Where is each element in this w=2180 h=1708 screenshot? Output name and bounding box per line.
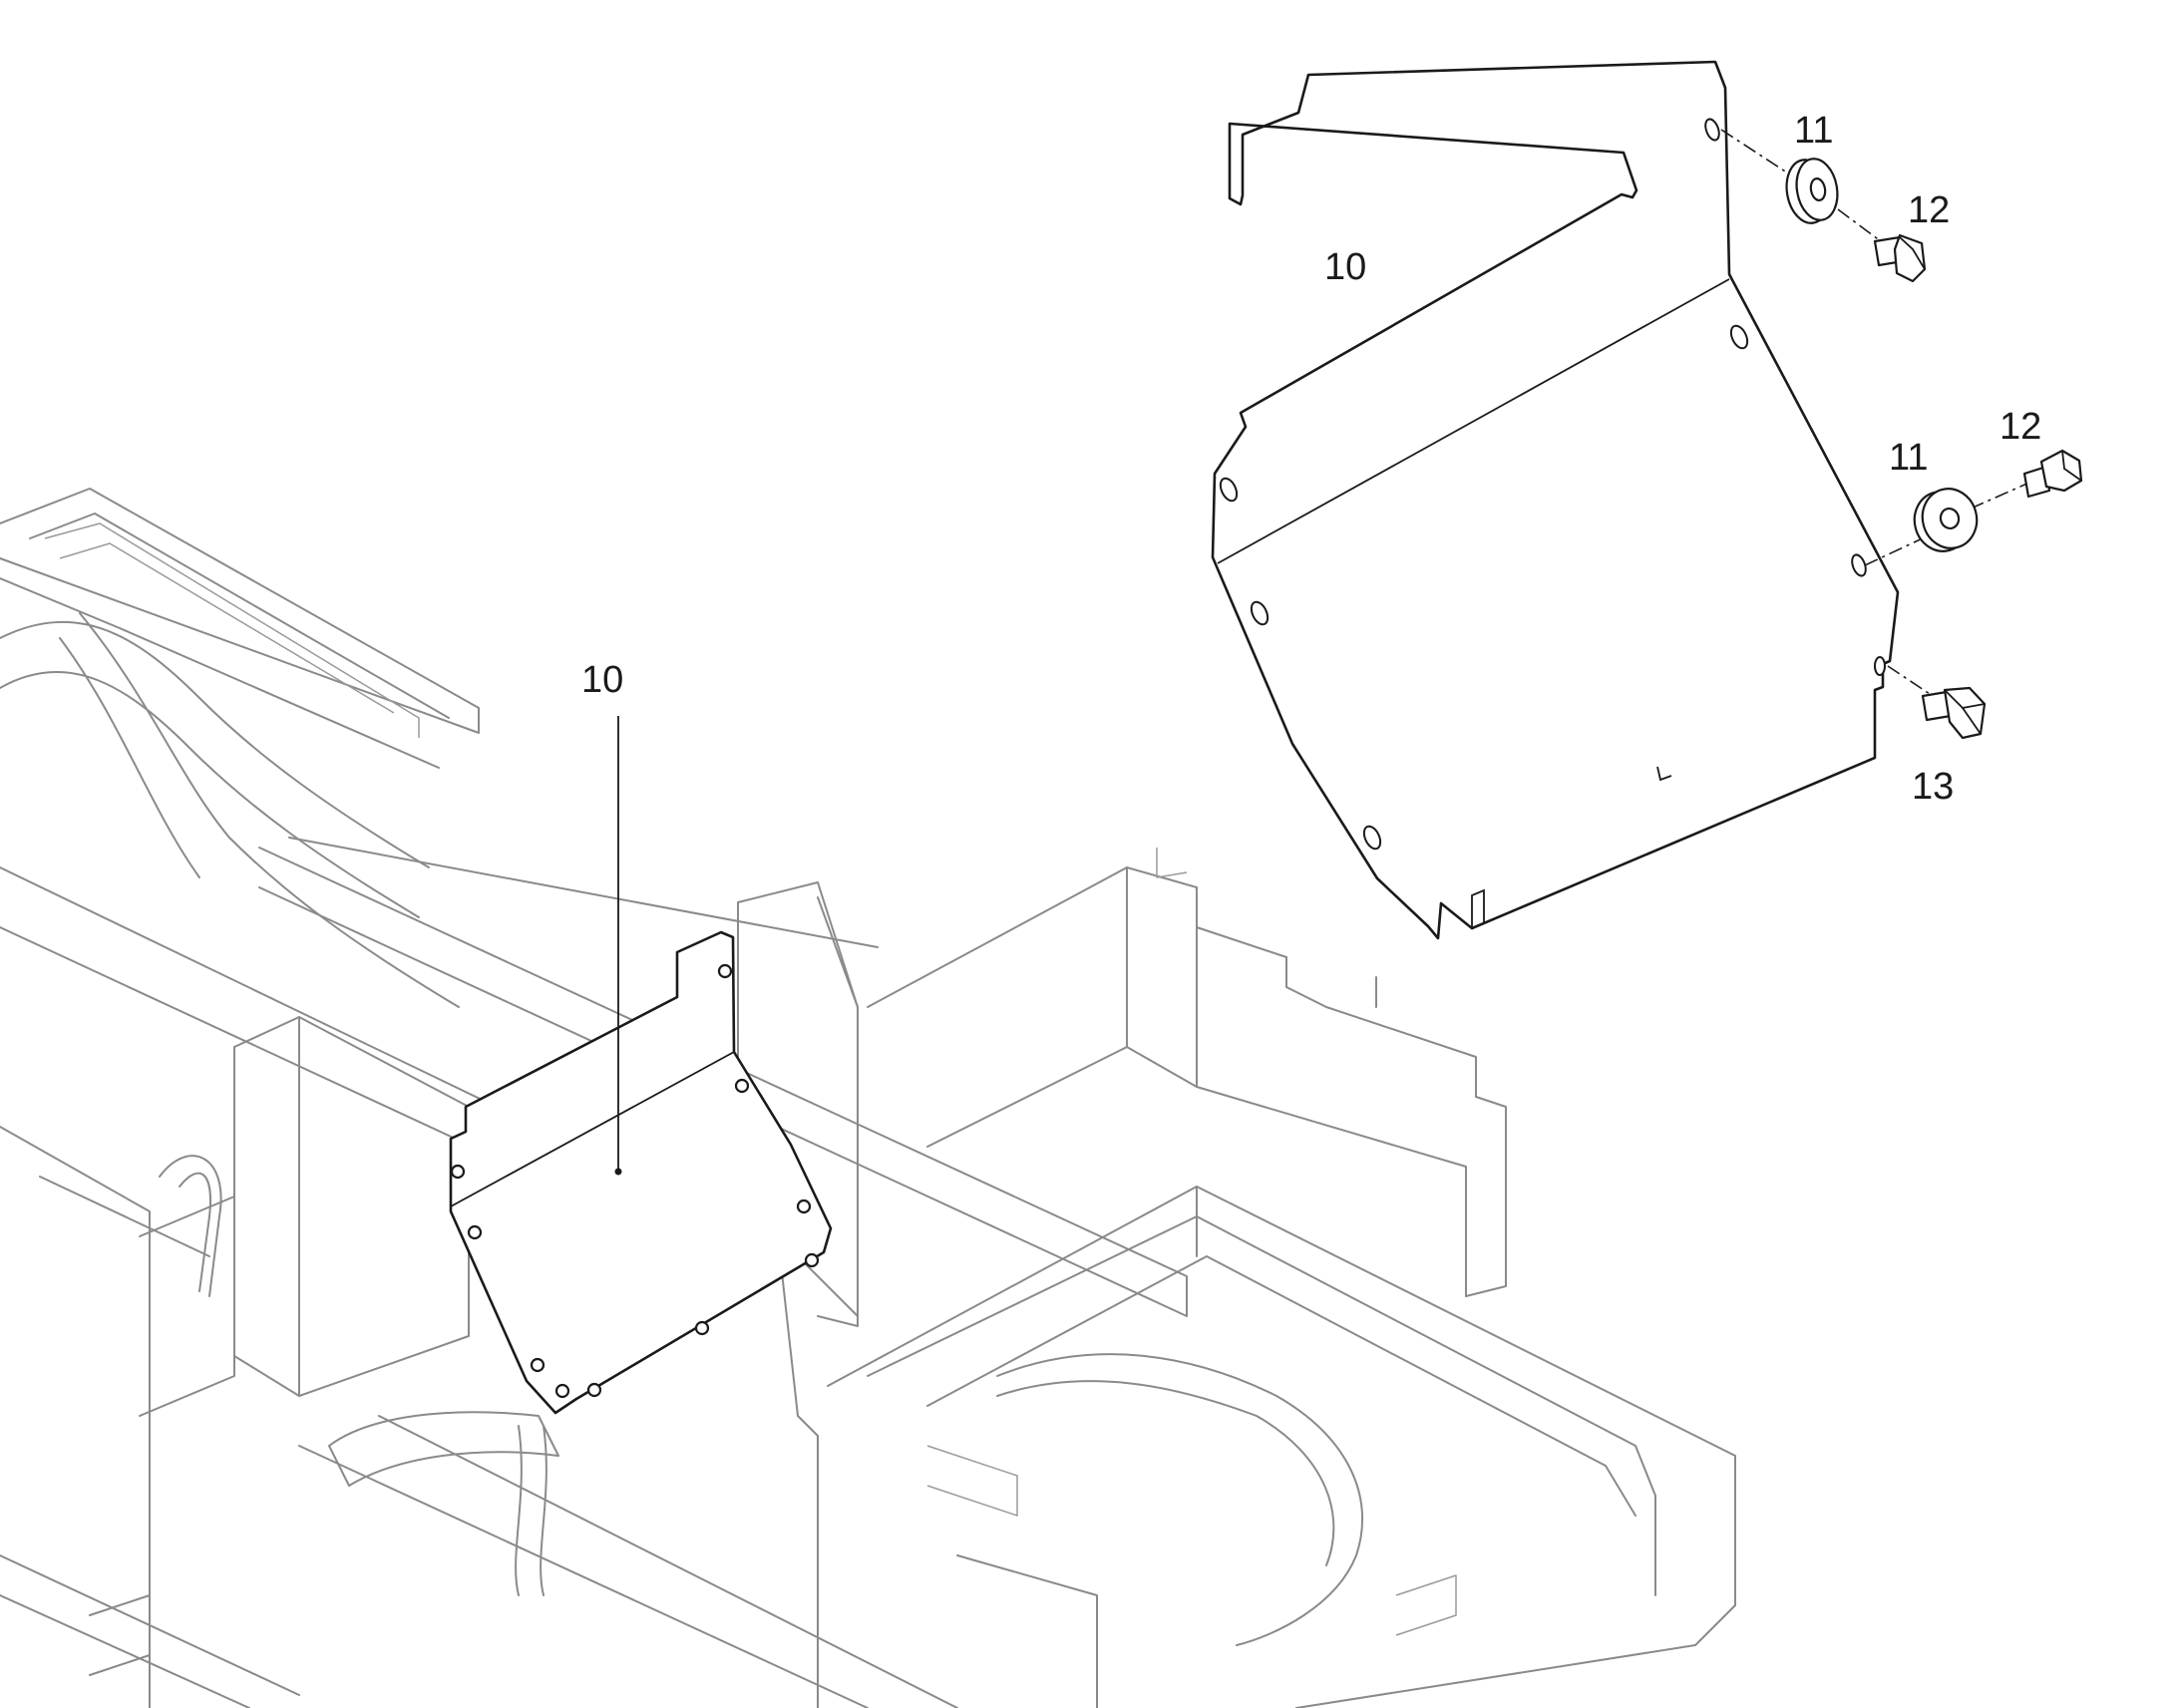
callout-13: 13 [1912,766,1954,808]
washer-upper [1785,158,1839,224]
callout-11-lower: 11 [1889,437,1928,479]
exploded-panel [1211,60,1900,940]
installed-panel [449,716,833,1415]
bolt-upper [1873,233,1927,283]
callout-11-upper: 11 [1794,110,1833,152]
callout-labels: 10 10 11 12 11 12 13 [581,110,2041,808]
bolt-lower [2022,449,2083,499]
callout-10-exploded: 10 [1324,246,1366,288]
callout-12-lower: 12 [1999,406,2041,448]
callout-12-upper: 12 [1908,189,1950,231]
bolt-bottom [1921,686,1987,740]
machine-frame [0,488,1736,1708]
washer-lower [1913,488,1979,552]
callout-10-installed: 10 [581,659,623,701]
